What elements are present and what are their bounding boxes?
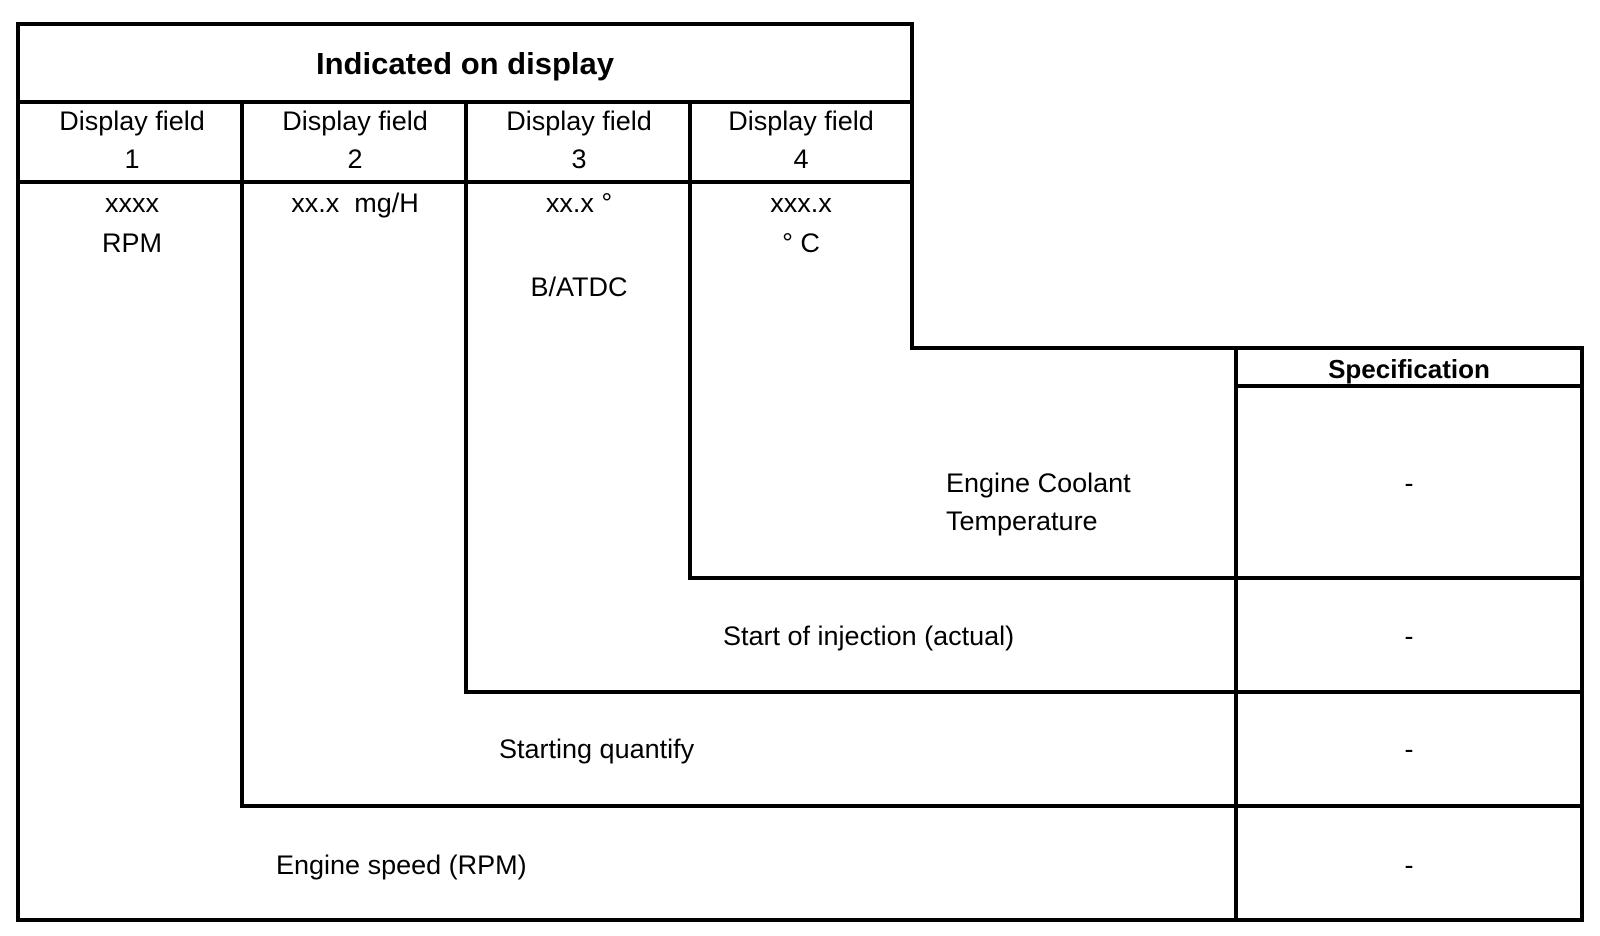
description-injection: Start of injection (actual) — [723, 621, 1014, 651]
field-4-header-line2: 4 — [793, 144, 808, 174]
field-3-header-line1: Display field — [506, 106, 652, 136]
description-coolant-line2: Temperature — [946, 506, 1098, 536]
description-quantity: Starting quantify — [499, 734, 695, 764]
spec-value-injection: - — [1405, 621, 1414, 651]
field-1-value-line2: RPM — [102, 228, 162, 258]
spec-value-engine-speed: - — [1405, 850, 1414, 880]
field-1-header-line1: Display field — [59, 106, 205, 136]
field-4-value-line2: ° C — [782, 228, 820, 258]
field-2-header-line2: 2 — [347, 144, 362, 174]
description-engine-speed: Engine speed (RPM) — [276, 850, 527, 880]
spec-value-quantity: - — [1405, 734, 1414, 764]
field-3-value-line3: B/ATDC — [530, 272, 627, 302]
field-3-header-line2: 3 — [571, 144, 586, 174]
header-title: Indicated on display — [316, 46, 615, 81]
field-4-value-line1: xxx.x — [770, 188, 832, 218]
field-1-value-line1: xxxx — [105, 188, 160, 218]
field-4-header-line1: Display field — [728, 106, 874, 136]
outer-border — [16, 22, 1584, 922]
field-2-value-line1: xx.x mg/H — [291, 188, 419, 218]
description-coolant-line1: Engine Coolant — [946, 468, 1131, 498]
field-1-header-line2: 1 — [124, 144, 139, 174]
specification-title: Specification — [1328, 354, 1490, 384]
field-3-value-line1: xx.x ° — [546, 188, 612, 218]
spec-value-coolant: - — [1405, 468, 1414, 498]
field-2-header-line1: Display field — [282, 106, 428, 136]
diagram-lines — [16, 22, 1584, 922]
